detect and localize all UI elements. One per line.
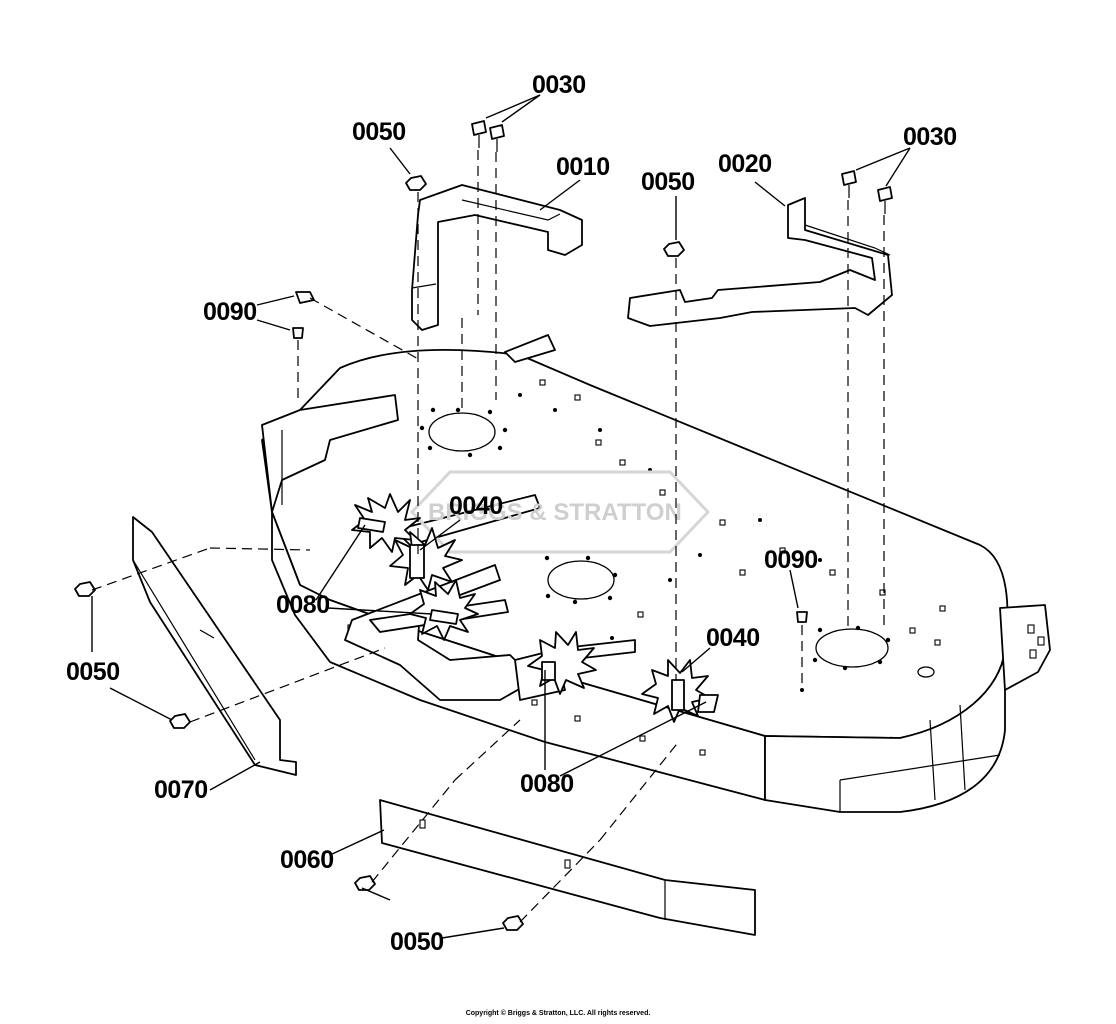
label-0050-top-mid: 0050 [641, 168, 695, 196]
label-0060: 0060 [280, 846, 334, 874]
leader-lines [91, 94, 911, 939]
part-labels: 0030 0030 0050 0010 0020 0050 0090 0040 … [66, 71, 957, 956]
part-0070-baffle [132, 516, 297, 776]
label-0090-left: 0090 [203, 298, 257, 326]
label-0070: 0070 [154, 776, 208, 804]
watermark-text: BRIGGS & STRATTON [428, 499, 682, 526]
label-0030-left: 0030 [532, 71, 586, 99]
watermark-logo [409, 470, 711, 554]
label-0040-right: 0040 [706, 624, 760, 652]
part-0010-bracket [411, 184, 583, 331]
part-0060-baffle [379, 799, 756, 936]
starburst-markers [351, 493, 711, 723]
label-0050-left: 0050 [66, 658, 120, 686]
assembly-lines [91, 150, 885, 923]
label-0080-right: 0080 [520, 770, 574, 798]
deck-mount-holes [419, 393, 891, 692]
label-0090-right: 0090 [764, 546, 818, 574]
label-0040-left: 0040 [449, 492, 503, 520]
part-0020-bracket [627, 197, 893, 327]
label-0020: 0020 [718, 150, 772, 178]
copyright-notice: Copyright © Briggs & Stratton, LLC. All … [465, 1010, 651, 1017]
label-0010: 0010 [556, 153, 610, 181]
label-0050-bottom: 0050 [390, 928, 444, 956]
label-0050-top-left: 0050 [352, 118, 406, 146]
hardware-fasteners [74, 120, 893, 931]
label-0080-left: 0080 [276, 591, 330, 619]
label-0030-right: 0030 [903, 123, 957, 151]
mower-deck: BRIGGS & STRATTON [261, 334, 1051, 813]
